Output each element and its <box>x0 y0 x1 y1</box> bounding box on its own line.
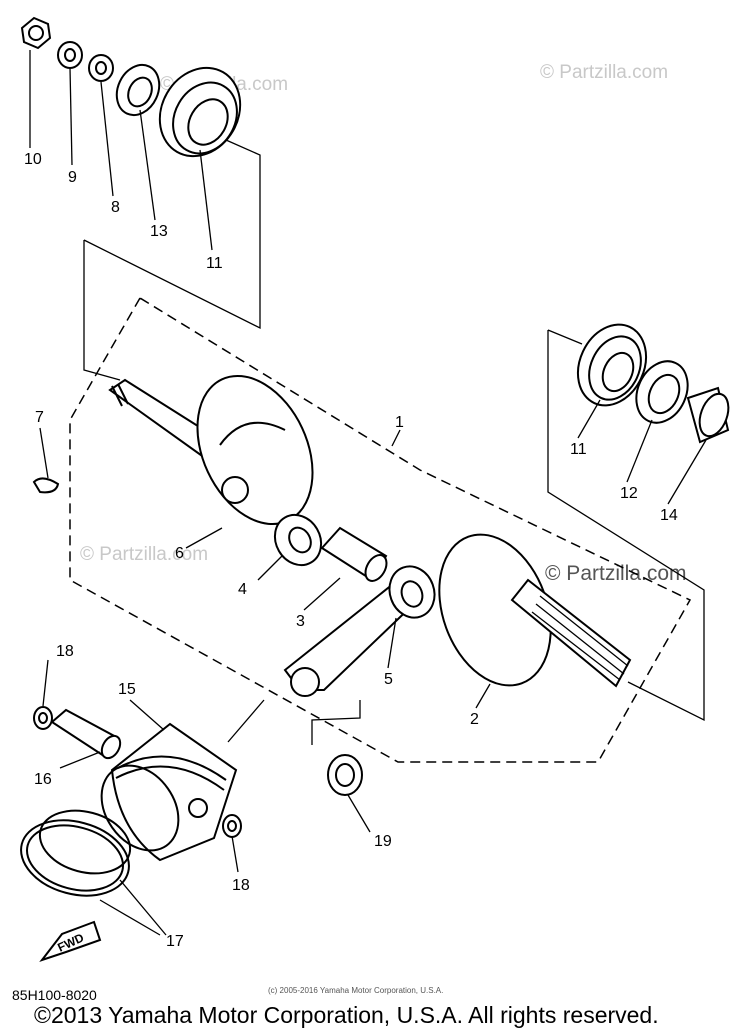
callout-18: 18 <box>56 643 74 660</box>
small-copyright: (c) 2005-2016 Yamaha Motor Corporation, … <box>268 986 444 995</box>
circlip-part-18-top <box>33 706 53 730</box>
callout-17: 17 <box>166 933 184 950</box>
callout-16: 16 <box>34 771 52 788</box>
callout-3: 3 <box>296 613 305 630</box>
callout-5: 5 <box>384 671 393 688</box>
conrod-bracket <box>311 700 361 745</box>
connecting-rod-part-5 <box>283 565 436 697</box>
seal-part-12 <box>635 360 689 424</box>
circlip-part-18-bottom <box>222 814 242 838</box>
watermark: © Partzilla.com <box>545 562 687 585</box>
callout-10: 10 <box>24 151 42 168</box>
callout-1: 1 <box>395 414 404 431</box>
piston-rings-part-17 <box>20 809 132 897</box>
bearing-bracket-right <box>547 329 705 722</box>
callout-9: 9 <box>68 169 77 186</box>
small-end-bearing-part-19 <box>327 754 363 796</box>
forward-arrow-icon: FWD <box>39 920 102 962</box>
washer-part-8 <box>88 54 114 82</box>
callout-8: 8 <box>111 199 120 216</box>
callout-6: 6 <box>175 545 184 562</box>
callout-11: 11 <box>570 441 587 458</box>
piston-pin-part-16 <box>50 708 122 760</box>
callout-11: 11 <box>206 255 223 272</box>
bearing-part-11-top <box>158 66 242 158</box>
nut-part-10 <box>20 16 52 50</box>
callout-2: 2 <box>470 711 479 728</box>
callout-4: 4 <box>238 581 247 598</box>
callout-13: 13 <box>150 223 168 240</box>
bearing-part-13 <box>115 63 161 117</box>
piston-part-15 <box>100 722 238 862</box>
watermark: © Partzilla.com <box>80 544 208 565</box>
crank-half-part-2 <box>438 533 632 688</box>
copyright-notice: ©2013 Yamaha Motor Corporation, U.S.A. A… <box>34 1002 659 1028</box>
crank-pin-part-3 <box>320 526 388 582</box>
assembly-dashed-outline <box>69 297 692 763</box>
watermark: © Partzilla.com <box>540 62 668 83</box>
needle-bearing-part-4 <box>273 513 323 567</box>
callout-12: 12 <box>620 485 638 502</box>
diagram-code: 85H100-8020 <box>12 987 97 1003</box>
bearing-bracket-left <box>83 139 261 381</box>
collar-part-14 <box>686 386 730 444</box>
callout-18: 18 <box>232 877 250 894</box>
callout-14: 14 <box>660 507 678 524</box>
crank-half-part-6 <box>108 374 314 526</box>
leader-lines <box>29 50 707 936</box>
lock-washer-part-9 <box>57 41 83 69</box>
callout-15: 15 <box>118 681 136 698</box>
callout-19: 19 <box>374 833 392 850</box>
callout-7: 7 <box>35 409 44 426</box>
key-part-7 <box>32 477 60 494</box>
